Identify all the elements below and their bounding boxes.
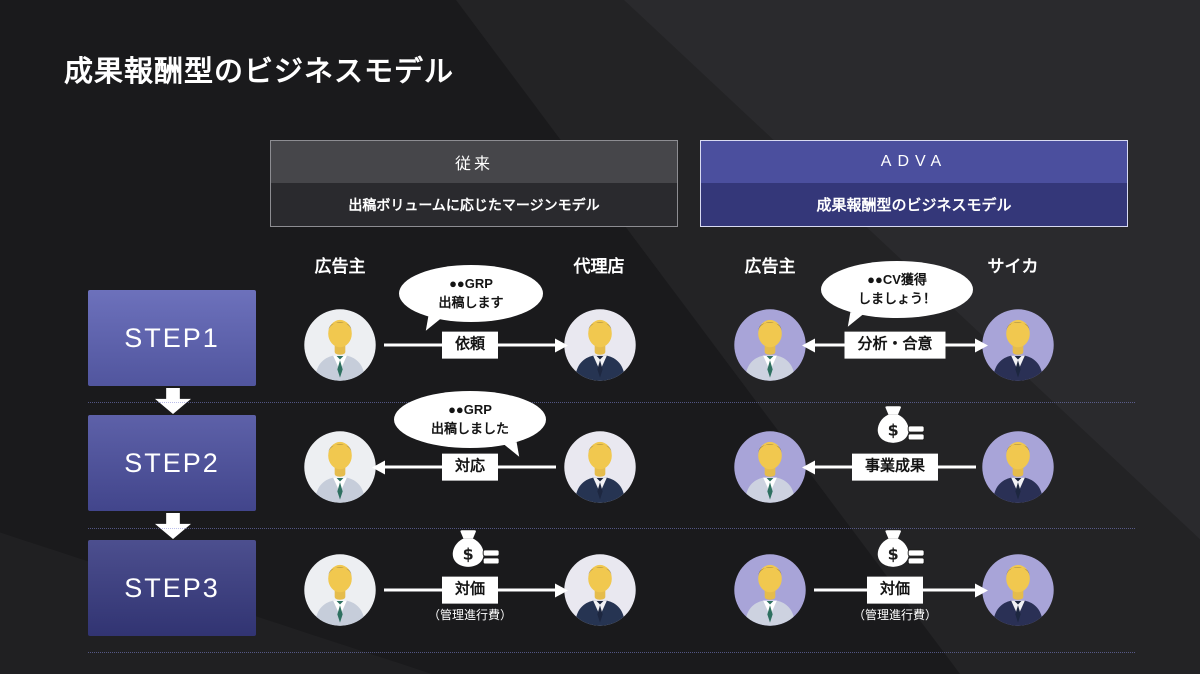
advertiser-avatar xyxy=(732,552,808,628)
traditional-panel-header: 従来 出稿ボリュームに応じたマージンモデル xyxy=(270,140,678,227)
saika-avatar xyxy=(980,429,1056,505)
arrow-label-compensation: 対価 xyxy=(866,576,924,604)
speech-bubble-line: ●●GRP xyxy=(449,275,493,291)
advertiser-avatar xyxy=(302,307,378,383)
step2-label: STEP2 xyxy=(124,447,220,478)
advertiser-avatar xyxy=(732,429,808,505)
step1-box: STEP1 xyxy=(88,290,256,386)
row-separator xyxy=(88,528,1135,529)
advertiser-avatar xyxy=(302,552,378,628)
speech-bubble-line: ●●GRP xyxy=(448,401,492,417)
speech-bubble: ●●GRP 出稿しました xyxy=(394,391,546,448)
agency-avatar xyxy=(562,307,638,383)
actor-label-agency: 代理店 xyxy=(573,257,625,276)
speech-bubble: ●●GRP 出稿します xyxy=(399,265,543,322)
arrow-label-analysis-agreement: 分析・合意 xyxy=(844,331,946,359)
speech-bubble: ●●CV獲得 しましょう！ xyxy=(821,261,973,318)
actor-label-saika: サイカ xyxy=(987,257,1039,276)
actor-label-advertiser-adva: 広告主 xyxy=(744,257,796,276)
money-bag-icon xyxy=(866,404,926,446)
money-bag-icon xyxy=(866,528,926,570)
agency-avatar xyxy=(562,429,638,505)
advertiser-avatar xyxy=(302,429,378,505)
adva-header-subtitle: 成果報酬型のビジネスモデル xyxy=(701,183,1127,226)
speech-bubble-line: しましょう！ xyxy=(857,290,936,306)
row-separator xyxy=(88,652,1135,653)
advertiser-avatar xyxy=(732,307,808,383)
adva-header-title: ADVA xyxy=(701,141,1127,183)
arrow-label-request: 依頼 xyxy=(441,331,499,359)
step1-label: STEP1 xyxy=(124,322,220,353)
page-title: 成果報酬型のビジネスモデル xyxy=(64,56,455,88)
step2-box: STEP2 xyxy=(88,415,256,511)
speech-bubble-line: ●●CV獲得 xyxy=(867,271,927,287)
row-separator xyxy=(88,402,1135,403)
arrow-label-business-results: 事業成果 xyxy=(851,453,939,481)
arrow-label-compensation: 対価 xyxy=(441,576,499,604)
speech-bubble-line: 出稿します xyxy=(438,294,504,310)
down-arrow-icon xyxy=(155,513,191,539)
compensation-note: （管理進行費） xyxy=(427,608,513,622)
saika-avatar xyxy=(980,307,1056,383)
money-bag-icon xyxy=(441,528,501,570)
down-arrow-icon xyxy=(155,388,191,414)
step3-box: STEP3 xyxy=(88,540,256,636)
traditional-header-title: 従来 xyxy=(271,141,677,183)
adva-panel-header: ADVA 成果報酬型のビジネスモデル xyxy=(700,140,1128,227)
agency-avatar xyxy=(562,552,638,628)
traditional-header-subtitle: 出稿ボリュームに応じたマージンモデル xyxy=(271,183,677,226)
saika-avatar xyxy=(980,552,1056,628)
arrow-label-response: 対応 xyxy=(441,453,499,481)
actor-label-advertiser-trad: 広告主 xyxy=(314,257,366,276)
step3-label: STEP3 xyxy=(124,572,220,603)
speech-bubble-line: 出稿しました xyxy=(430,420,509,436)
compensation-note: （管理進行費） xyxy=(852,608,938,622)
